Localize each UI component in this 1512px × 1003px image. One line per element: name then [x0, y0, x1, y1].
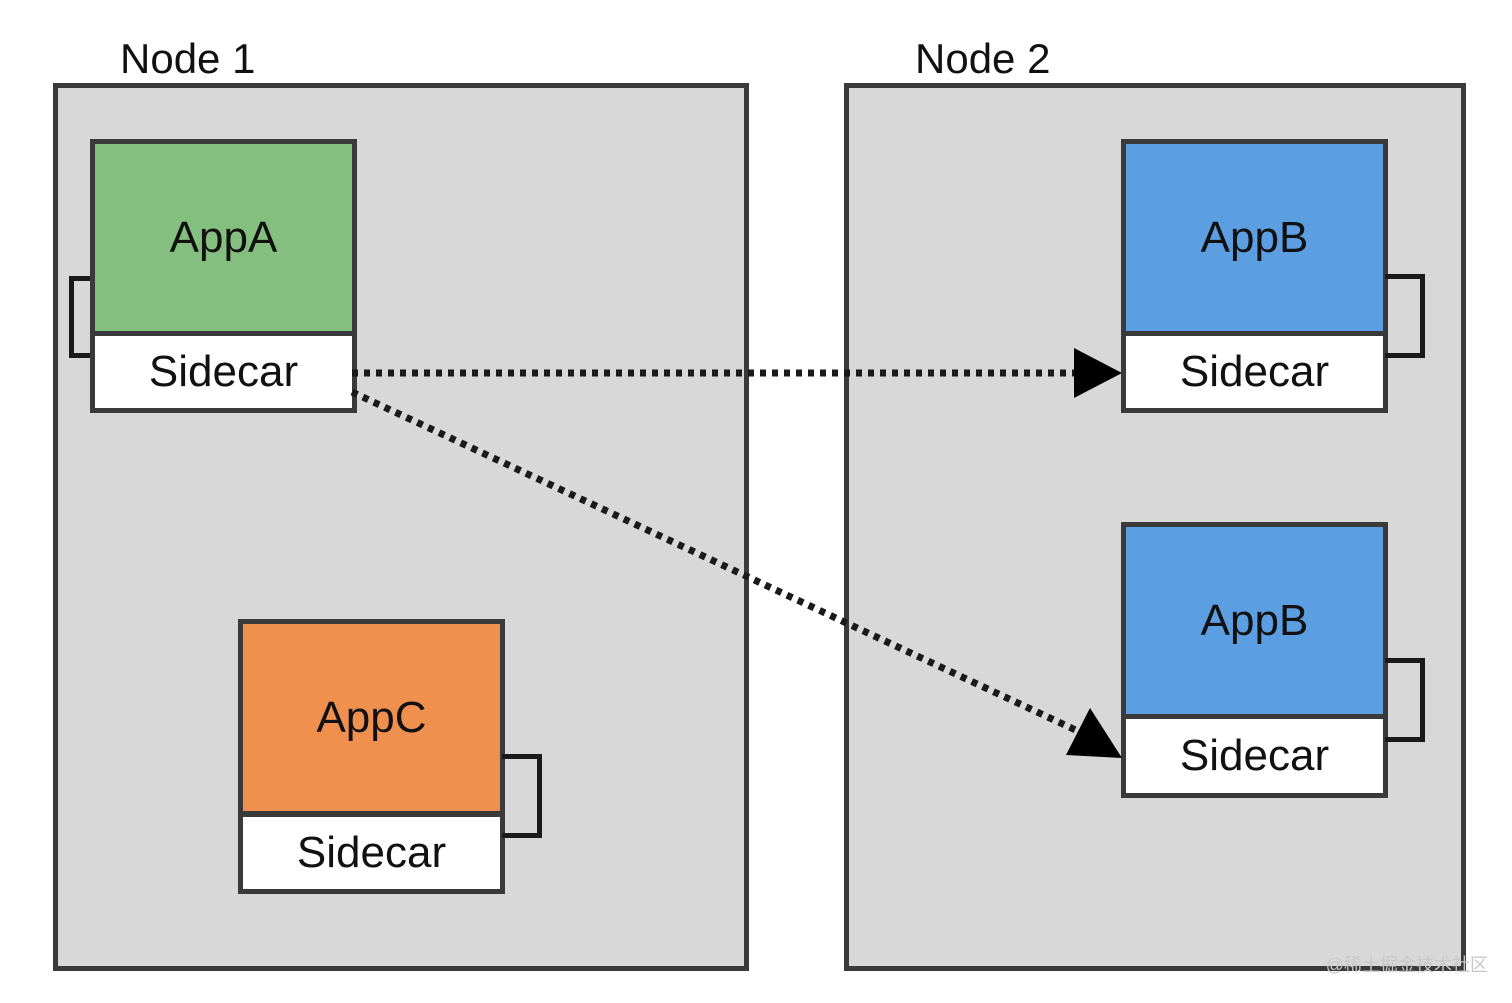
- appc-app-box: AppC: [238, 619, 505, 816]
- appa-sidecar: Sidecar: [90, 331, 357, 413]
- appb-bottom-label: AppB: [1200, 595, 1309, 645]
- appb-bottom-sidecar-label: Sidecar: [1179, 731, 1330, 780]
- appb-bottom-app-box: AppB: [1121, 522, 1388, 719]
- appb-bottom-sidecar: Sidecar: [1121, 714, 1388, 798]
- appa-label: AppA: [169, 212, 278, 262]
- appc-sidecar-label: Sidecar: [296, 828, 447, 877]
- appb-top-port-bracket: [1385, 274, 1425, 358]
- node-1-label: Node 1: [120, 35, 256, 82]
- node-2-label: Node 2: [915, 35, 1051, 82]
- arrow-appa-to-appb-bottom: [350, 388, 1084, 737]
- appb-top-sidecar-label: Sidecar: [1179, 347, 1330, 396]
- appc-sidecar: Sidecar: [238, 812, 505, 894]
- watermark: @稀土掘金技术社区: [1325, 955, 1488, 975]
- appa-sidecar-label: Sidecar: [148, 347, 299, 396]
- arrowhead-appb-top: [1074, 348, 1122, 398]
- appc-label: AppC: [316, 692, 427, 742]
- appb-top-sidecar: Sidecar: [1121, 331, 1388, 413]
- appb-top-app-box: AppB: [1121, 139, 1388, 336]
- appa-app-box: AppA: [90, 139, 357, 336]
- appc-port-bracket: [502, 754, 542, 838]
- appa-port-bracket: [69, 276, 93, 358]
- arrowhead-appb-bottom: [1066, 708, 1122, 758]
- appb-bottom-port-bracket: [1385, 658, 1425, 742]
- appb-top-label: AppB: [1200, 212, 1309, 262]
